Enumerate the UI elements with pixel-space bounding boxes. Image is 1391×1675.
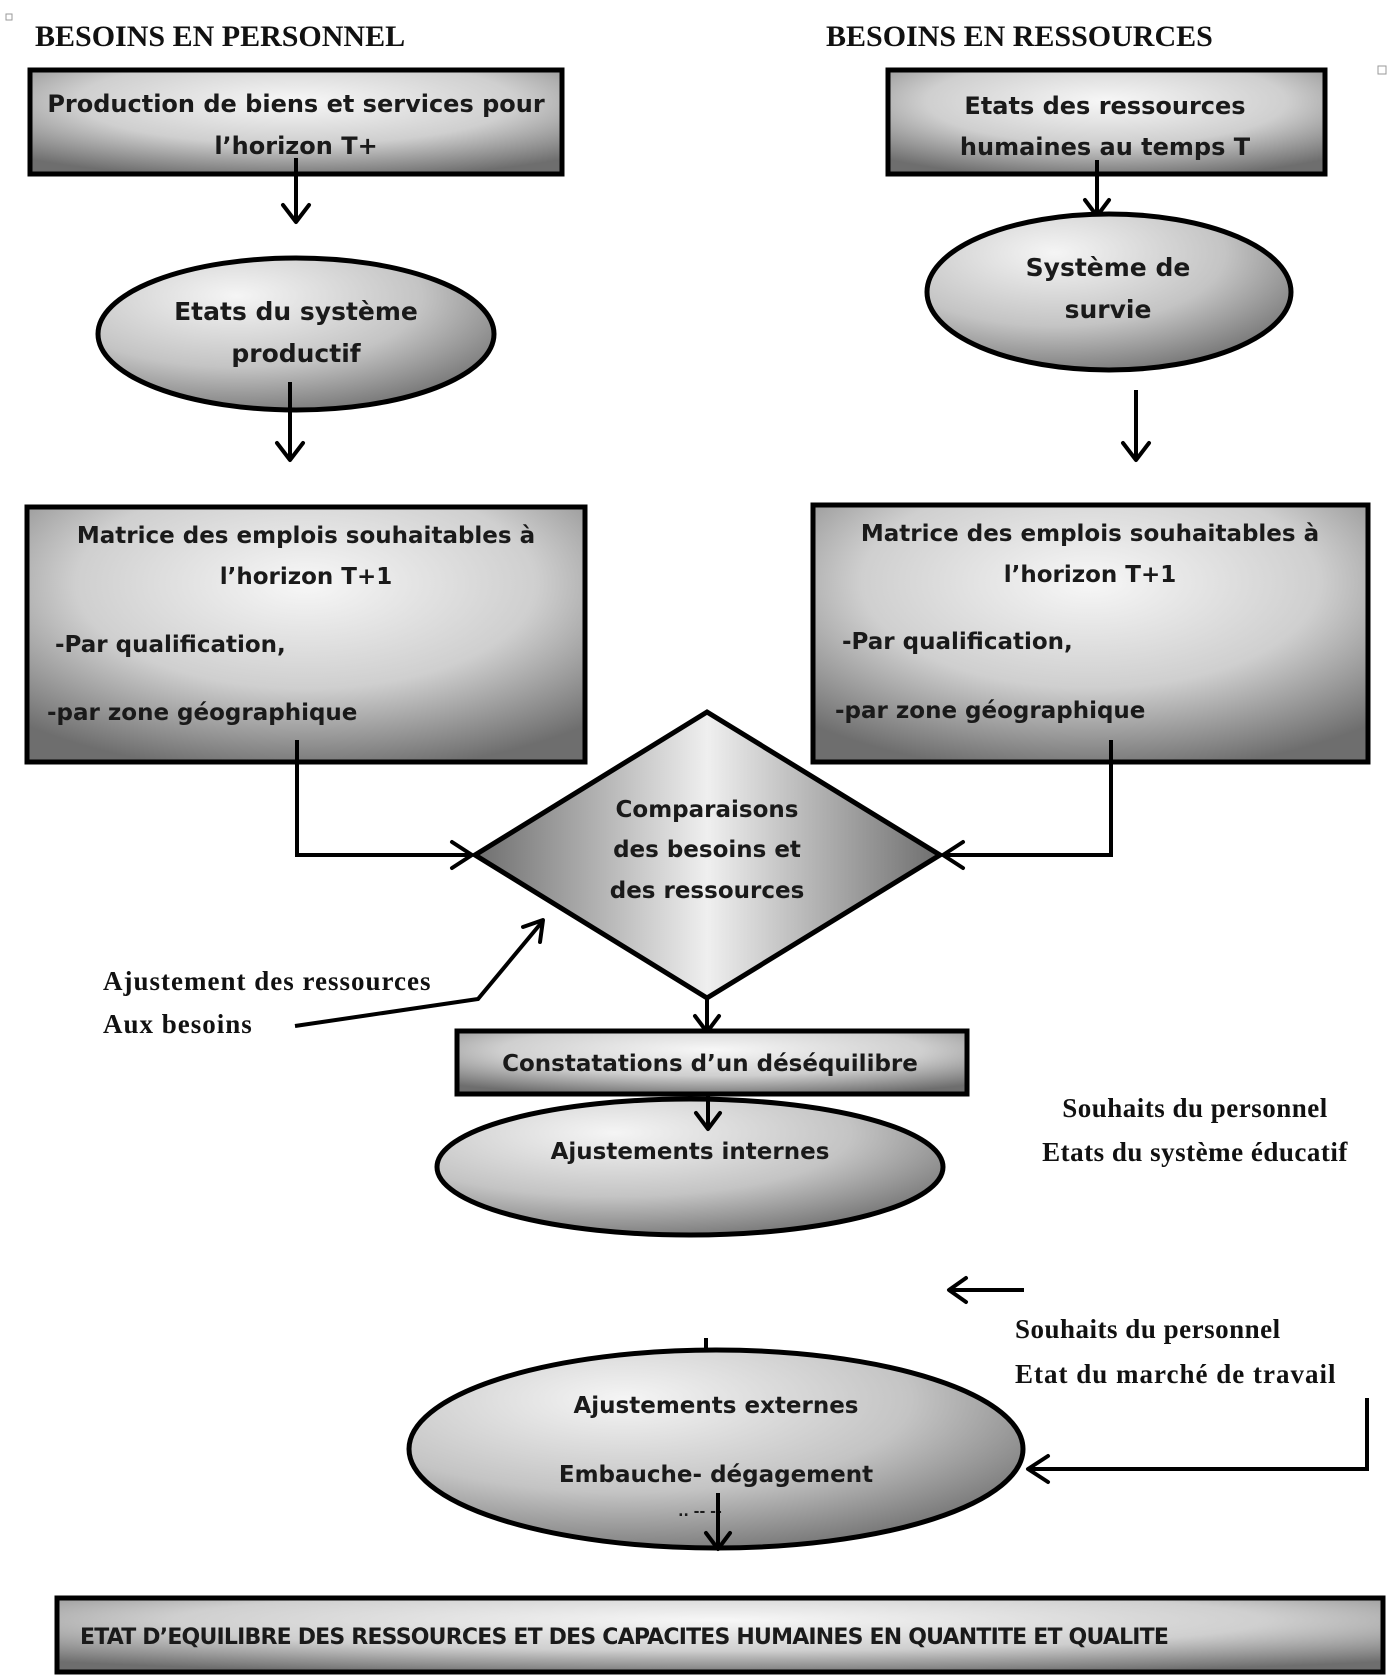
- arrow-down: [275, 382, 305, 462]
- matrix-box-left: Matrice des emplois souhaitables à l’hor…: [24, 504, 588, 765]
- corner-mark-icon: [5, 13, 13, 21]
- matrix-title-line: Matrice des emplois souhaitables à: [77, 523, 535, 549]
- arrow-down: [693, 995, 721, 1034]
- arrow-down: [694, 1092, 722, 1131]
- internal-input-line: Etats du système éducatif: [1042, 1137, 1348, 1167]
- external-ellipse-title: Ajustements externes: [573, 1393, 858, 1419]
- arrow-left: [947, 1276, 1024, 1304]
- final-equilibrium-box: ETAT D’EQUILIBRE DES RESSOURCES ET DES C…: [54, 1595, 1386, 1675]
- matrix-item: -par zone géographique: [835, 698, 1145, 724]
- arrow-down: [1121, 390, 1151, 462]
- external-input-line: Etat du marché de travail: [1015, 1359, 1336, 1389]
- arrow-down: [704, 1493, 732, 1551]
- adjustment-note-line: Ajustement des ressources: [103, 966, 431, 996]
- production-box-line: l’horizon T+: [214, 132, 377, 160]
- ellipse-line: Système de: [1026, 253, 1191, 282]
- external-ellipse-subtitle: Embauche- dégagement: [559, 1462, 873, 1488]
- matrix-title-line: l’horizon T+1: [220, 564, 393, 590]
- external-input-line: Souhaits du personnel: [1015, 1314, 1281, 1344]
- production-box-line: Production de biens et services pour: [47, 90, 545, 118]
- productive-system-ellipse: Etats du système productif: [95, 255, 497, 413]
- header-right: BESOINS EN RESSOURCES: [826, 20, 1213, 53]
- arrow-down: [281, 158, 311, 224]
- connector-external-inputs: [1026, 1398, 1369, 1484]
- hr-state-box: Etats des ressources humaines au temps T: [885, 67, 1328, 177]
- internal-ellipse-text: Ajustements internes: [551, 1139, 830, 1165]
- header-left: BESOINS EN PERSONNEL: [35, 20, 405, 53]
- adjustment-note-line: Aux besoins: [103, 1009, 253, 1039]
- diamond-line: des besoins et: [613, 837, 801, 863]
- corner-mark-icon: [1377, 65, 1387, 75]
- survival-ellipse: Système de survie: [924, 211, 1294, 373]
- comparison-diamond: Comparaisons des besoins et des ressourc…: [470, 709, 945, 1001]
- ellipse-line: Etats du système: [174, 297, 418, 326]
- internal-input-line: Souhaits du personnel: [1062, 1093, 1328, 1123]
- matrix-item: -Par qualification,: [55, 632, 286, 658]
- imbalance-box: Constatations d’un déséquilibre: [454, 1028, 970, 1097]
- adjustment-arrow: [294, 918, 545, 1028]
- matrix-item: -par zone géographique: [47, 700, 357, 726]
- external-ellipse-trailing: .. -- --: [678, 1504, 722, 1520]
- external-adjustments-ellipse: Ajustements externes Embauche- dégagemen…: [406, 1347, 1026, 1551]
- matrix-title-line: Matrice des emplois souhaitables à: [861, 521, 1319, 547]
- production-box: Production de biens et services pour l’h…: [27, 67, 565, 177]
- ellipse-line: survie: [1065, 295, 1152, 324]
- imbalance-text: Constatations d’un déséquilibre: [502, 1051, 918, 1077]
- final-box-text: ETAT D’EQUILIBRE DES RESSOURCES ET DES C…: [80, 1625, 1168, 1650]
- matrix-title-line: l’horizon T+1: [1004, 562, 1177, 588]
- diamond-line: des ressources: [610, 878, 805, 904]
- matrix-item: -Par qualification,: [842, 629, 1073, 655]
- matrix-box-right: Matrice des emplois souhaitables à l’hor…: [810, 502, 1371, 765]
- hr-state-line: Etats des ressources: [964, 92, 1245, 120]
- ellipse-line: productif: [231, 339, 361, 368]
- internal-adjustments-ellipse: Ajustements internes: [434, 1096, 946, 1238]
- hr-state-line: humaines au temps T: [960, 133, 1251, 161]
- diamond-line: Comparaisons: [616, 797, 799, 823]
